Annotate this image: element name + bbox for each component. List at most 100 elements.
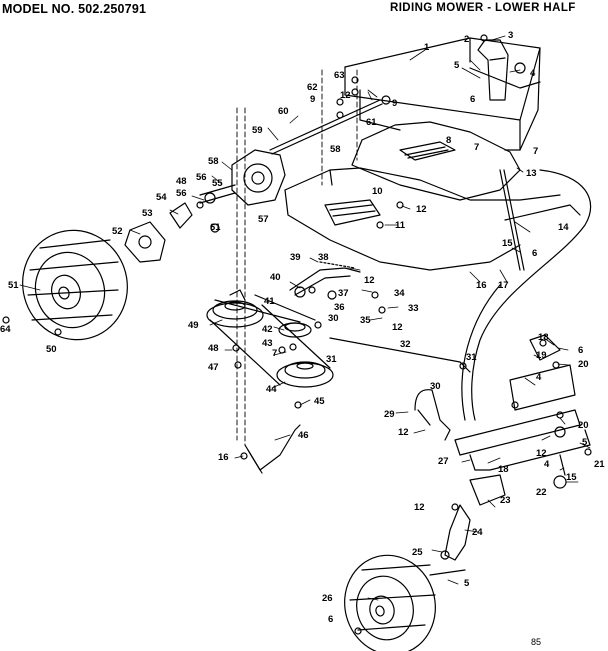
callout-12: 12 bbox=[364, 275, 375, 286]
mower-deck bbox=[284, 121, 581, 271]
callout-20: 20 bbox=[578, 359, 589, 370]
callout-58: 58 bbox=[208, 156, 219, 167]
callout-36: 36 bbox=[334, 302, 345, 313]
callout-53: 53 bbox=[142, 208, 153, 219]
callout-45: 45 bbox=[314, 396, 325, 407]
callout-17: 17 bbox=[498, 280, 509, 291]
drag-link bbox=[244, 424, 301, 474]
callout-6: 6 bbox=[578, 345, 583, 356]
callout-24: 24 bbox=[472, 527, 483, 538]
callout-18: 18 bbox=[538, 332, 549, 343]
callout-16: 16 bbox=[476, 280, 487, 291]
callout-32: 32 bbox=[400, 339, 411, 350]
idler-arm bbox=[289, 261, 361, 300]
callout-43: 43 bbox=[262, 338, 273, 349]
callout-5: 5 bbox=[464, 578, 470, 589]
callout-41: 41 bbox=[264, 296, 275, 307]
callout-47: 47 bbox=[208, 362, 219, 373]
callout-50: 50 bbox=[46, 344, 57, 355]
frame-curve bbox=[461, 169, 592, 421]
callout-14: 14 bbox=[558, 222, 569, 233]
callout-51: 51 bbox=[8, 280, 19, 291]
section-title: RIDING MOWER - LOWER HALF bbox=[390, 2, 576, 14]
callout-1: 1 bbox=[424, 42, 430, 53]
callout-23: 23 bbox=[500, 495, 511, 506]
callout-21: 21 bbox=[594, 459, 605, 470]
callout-35: 35 bbox=[360, 315, 371, 326]
callout-12: 12 bbox=[416, 204, 427, 215]
callout-6: 6 bbox=[532, 248, 537, 259]
callout-12: 12 bbox=[392, 322, 403, 333]
callout-13: 13 bbox=[526, 168, 537, 179]
callout-48: 48 bbox=[208, 343, 219, 354]
callout-39: 39 bbox=[290, 252, 301, 263]
callout-34: 34 bbox=[394, 288, 405, 299]
callout-56: 56 bbox=[196, 172, 207, 183]
steering-spindle bbox=[429, 454, 567, 576]
callout-7: 7 bbox=[533, 146, 538, 157]
transmission bbox=[199, 149, 286, 206]
callout-29: 29 bbox=[384, 409, 395, 420]
callout-52: 52 bbox=[112, 226, 123, 237]
callout-57: 57 bbox=[258, 214, 269, 225]
callout-12: 12 bbox=[398, 427, 409, 438]
callout-16: 16 bbox=[218, 452, 229, 463]
fasteners bbox=[2, 76, 592, 635]
callout-25: 25 bbox=[412, 547, 423, 558]
callout-26: 26 bbox=[322, 593, 333, 604]
callout-42: 42 bbox=[262, 324, 273, 335]
callout-15: 15 bbox=[566, 472, 577, 483]
drive-shaft bbox=[269, 95, 391, 155]
callout-numbers: 1 2 3 4 5 6 63 62 12 9 9 60 61 59 58 58 … bbox=[0, 30, 605, 625]
callout-27: 27 bbox=[438, 456, 449, 467]
callout-62: 62 bbox=[307, 82, 318, 93]
callout-46: 46 bbox=[298, 430, 309, 441]
callout-12: 12 bbox=[536, 448, 547, 459]
callout-59: 59 bbox=[252, 125, 263, 136]
callout-4: 4 bbox=[536, 372, 542, 383]
pulley-belt-assembly bbox=[206, 289, 334, 388]
callout-20: 20 bbox=[578, 420, 589, 431]
callout-44: 44 bbox=[266, 384, 277, 395]
callout-31: 31 bbox=[326, 354, 337, 365]
page-code: 85 bbox=[531, 637, 542, 647]
rear-wheel bbox=[22, 229, 128, 341]
callout-5: 5 bbox=[582, 437, 588, 448]
callout-9: 9 bbox=[310, 94, 315, 105]
callout-5: 5 bbox=[454, 60, 460, 71]
brake-lever bbox=[414, 389, 451, 441]
callout-61: 61 bbox=[210, 222, 221, 233]
main-frame bbox=[344, 37, 541, 151]
callout-30: 30 bbox=[430, 381, 441, 392]
callout-58: 58 bbox=[330, 144, 341, 155]
callout-33: 33 bbox=[408, 303, 419, 314]
front-wheel bbox=[344, 554, 436, 651]
callout-7: 7 bbox=[272, 348, 277, 359]
callout-12: 12 bbox=[414, 502, 425, 513]
callout-55: 55 bbox=[212, 178, 223, 189]
steering-rod bbox=[499, 169, 525, 271]
callout-9: 9 bbox=[392, 98, 397, 109]
leader-lines bbox=[19, 35, 591, 601]
callout-63: 63 bbox=[334, 70, 345, 81]
callout-7: 7 bbox=[474, 142, 479, 153]
callout-22: 22 bbox=[536, 487, 547, 498]
callout-10: 10 bbox=[372, 186, 383, 197]
callout-56: 56 bbox=[176, 188, 187, 199]
callout-6: 6 bbox=[470, 94, 475, 105]
model-number: MODEL NO. 502.250791 bbox=[2, 2, 147, 16]
callout-19: 19 bbox=[536, 350, 547, 361]
callout-2: 2 bbox=[464, 34, 469, 45]
callout-40: 40 bbox=[270, 272, 281, 283]
callout-48: 48 bbox=[176, 176, 187, 187]
callout-31: 31 bbox=[466, 352, 477, 363]
callout-54: 54 bbox=[156, 192, 167, 203]
callout-8: 8 bbox=[446, 135, 451, 146]
callout-4: 4 bbox=[544, 459, 550, 470]
callout-12: 12 bbox=[340, 90, 351, 101]
callout-4: 4 bbox=[530, 68, 536, 79]
callout-6: 6 bbox=[328, 614, 333, 625]
callout-15: 15 bbox=[502, 238, 513, 249]
